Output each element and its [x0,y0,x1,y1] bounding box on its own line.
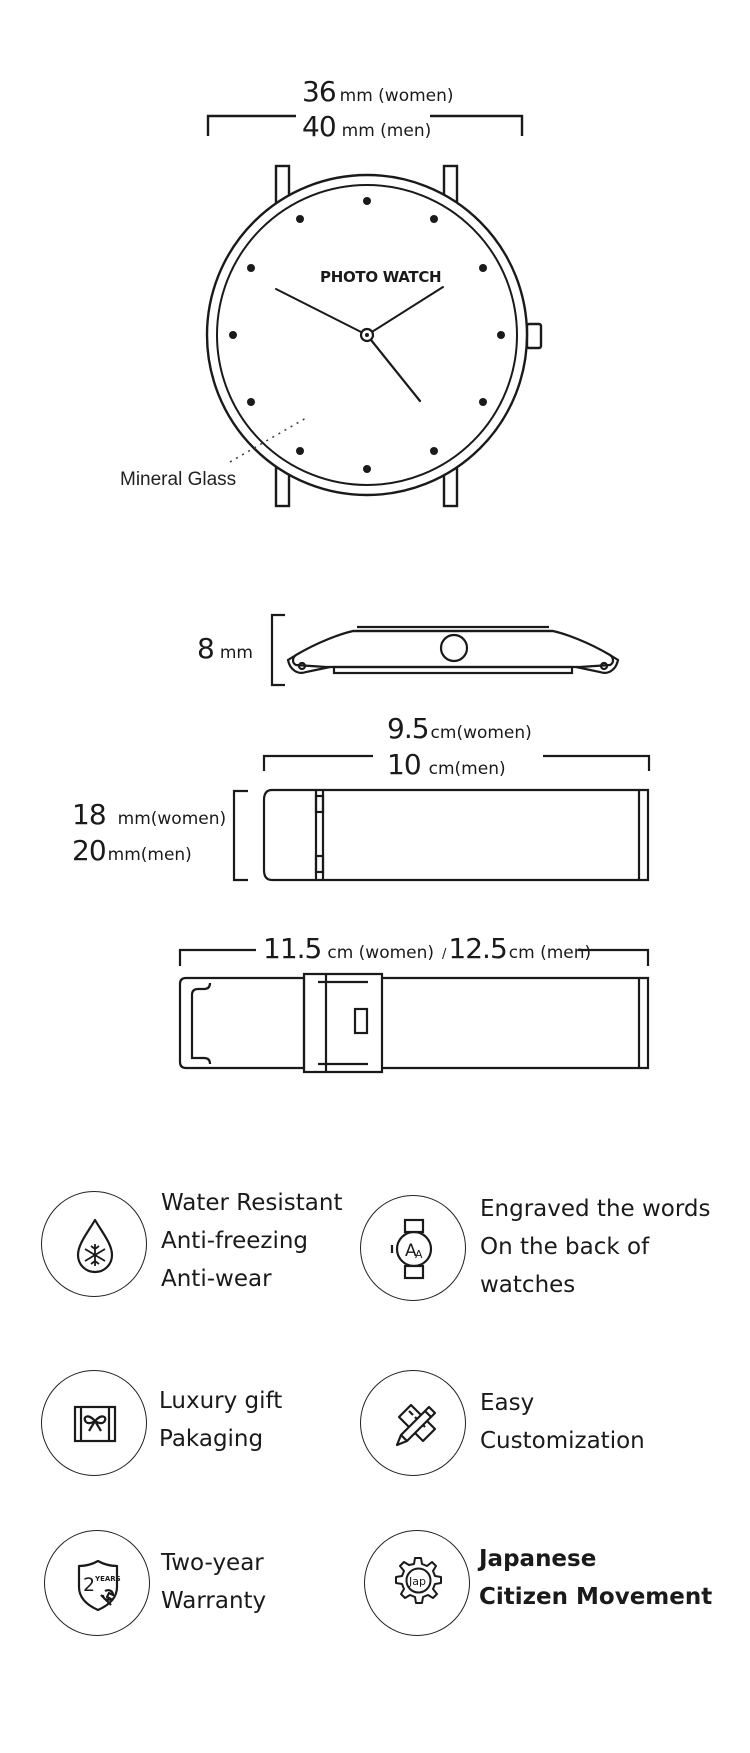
feature-line: watches [480,1272,576,1298]
strap-width-men-unit: mm(men) [107,845,192,865]
watch-front-drawing [205,114,543,508]
mineral-glass-label: Mineral Glass [120,469,237,490]
buckle-strap-women-unit: cm (women) [327,943,435,963]
feature-line: On the back of [480,1234,650,1260]
feature-line: Anti-freezing [161,1228,309,1254]
strap-short-drawing [232,754,651,882]
strap-width-women-value: 18 [72,798,107,831]
case-size-women-unit: mm (women) [339,86,454,106]
thickness-bracket [270,613,285,687]
feature-engraved-text: Engraved the words On the back of watche… [480,1190,711,1304]
feature-warranty-text: Two-year Warranty [161,1544,266,1620]
feature-line: Engraved the words [480,1196,711,1222]
strap-short-body [262,788,650,882]
case-size-men-value: 40 [302,110,337,143]
feature-line: Water Resistant [161,1190,343,1216]
case-size-men-unit: mm (men) [341,121,432,141]
engraved-watch-icon: A A [360,1195,466,1301]
watch-side-drawing [270,613,620,687]
feature-line: Pakaging [159,1426,264,1452]
lug-side-left [286,654,331,674]
feature-line: Warranty [161,1588,267,1614]
feature-line: Two-year [161,1550,264,1576]
svg-text:A: A [415,1248,423,1261]
water-drop-snowflake-icon [41,1191,147,1297]
strap-width-bracket [232,789,248,882]
strap-length-women-unit: cm(women) [430,723,532,743]
feature-line: Citizen Movement [479,1584,713,1610]
strap-long-drawing [178,948,650,1074]
feature-line: Easy [480,1390,535,1416]
buckle-keeper [353,1007,369,1035]
warranty-years-text: YEARS [94,1575,121,1583]
buckle-strap-separator: / [442,947,447,962]
strap-length-men-unit: cm(men) [428,759,506,779]
strap-width-women-unit: mm(women) [117,809,227,829]
feature-line: Luxury gift [159,1388,283,1414]
buckle-strap-women-value: 11.5 [263,932,322,965]
buckle-strap-bracket [178,948,650,966]
warranty-number: 2 [83,1574,95,1596]
pencil-ruler-icon [360,1370,466,1476]
hour-markers [229,197,505,473]
thickness-value: 8 [197,632,215,665]
feature-gift-text: Luxury gift Pakaging [159,1382,282,1458]
hour-hand [366,286,444,336]
caseback [332,665,574,675]
warranty-shield-icon: 2 YEARS [44,1530,150,1636]
strap-width-women: 18 mm(women) [72,801,226,829]
strap-length-men: 10 cm(men) [387,751,506,779]
second-hand [365,333,422,403]
thickness-unit: mm [219,643,253,663]
strap-length-bracket [262,754,651,771]
feature-line: Customization [480,1428,645,1454]
strap-length-men-value: 10 [387,748,422,781]
buckle-strap-men-value: 12.5 [448,932,507,965]
feature-line: Japanese [479,1546,597,1572]
feature-movement-text: Japanese Citizen Movement [479,1540,712,1616]
side-crown [439,633,469,663]
case-size-women-value: 36 [302,75,337,108]
svg-text:A: A [405,1241,417,1261]
case-size-bracket [206,114,524,136]
minute-hand [275,288,368,336]
gear-jap-text: Jap [408,1575,426,1588]
feature-line: Anti-wear [161,1266,272,1292]
watch-brand-label: PHOTO WATCH [320,268,442,286]
buckle-strap-men-unit: cm (men) [508,943,592,963]
feature-customization-text: Easy Customization [480,1384,645,1460]
lug-side-right [575,654,620,674]
strap-width-men-value: 20 [72,834,107,867]
strap-length-women-value: 9.5 [387,712,430,745]
buckle-frame [302,972,384,1074]
glass-leader-line [229,417,307,463]
gift-box-icon [41,1370,147,1476]
strap-long-body [178,976,306,1070]
gear-jap-icon: Jap [364,1530,470,1636]
watch-dial [216,184,518,486]
feature-water-resistant-text: Water Resistant Anti-freezing Anti-wear [161,1184,342,1298]
